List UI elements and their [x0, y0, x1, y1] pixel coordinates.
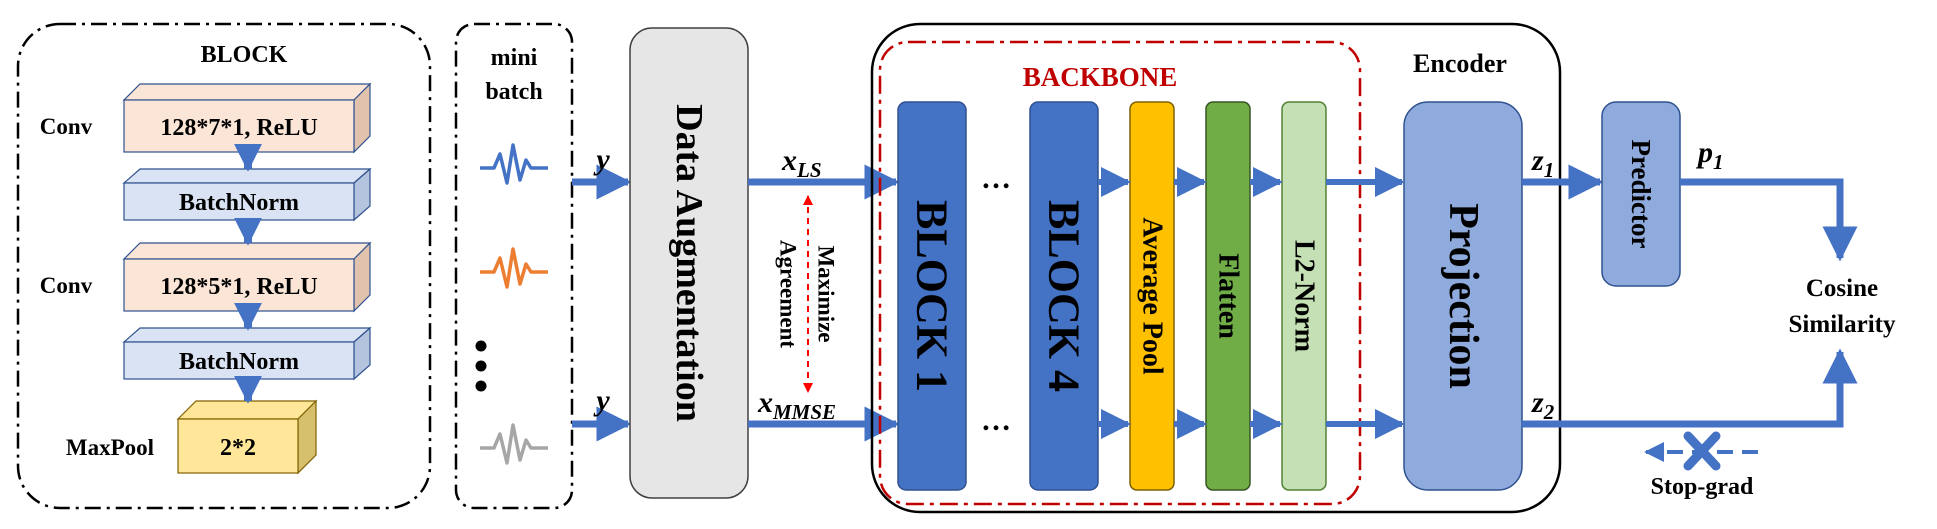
minibatch-title-line2: batch [485, 79, 542, 105]
block-panel-frame [16, 22, 432, 510]
encoder-title: Encoder [1413, 49, 1507, 78]
p1-arrow [1680, 178, 1858, 262]
backbone-arrows [1098, 167, 1405, 439]
average-pool-box [1129, 101, 1175, 491]
z2-label: z2 [1531, 386, 1555, 424]
agreement-label: Agreement [776, 240, 801, 348]
p1-label: p1 [1695, 136, 1724, 174]
batchnorm2-box: BatchNorm [122, 326, 372, 381]
input-label-top: y [593, 143, 610, 176]
z1-label: z1 [1531, 144, 1554, 182]
l2norm-box [1281, 101, 1327, 491]
waveform-blue-icon [480, 143, 548, 185]
conv1-text: 128*7*1, ReLU [160, 115, 317, 141]
backbone-frame [878, 40, 1362, 506]
stopgrad-cross-icon [1683, 431, 1721, 471]
predictor-box [1601, 101, 1681, 287]
conv1-box: 128*7*1, ReLU [122, 82, 372, 154]
maxpool-label: MaxPool [66, 435, 154, 460]
batchnorm2-text: BatchNorm [179, 349, 299, 375]
conv2-box: 128*5*1, ReLU [122, 241, 372, 313]
maxpool-box: 2*2 [176, 399, 318, 475]
predictor-label: Predictor [1626, 140, 1656, 249]
view-label-bottom: xMMSE [757, 386, 836, 424]
l2norm-label: L2-Norm [1289, 240, 1320, 352]
waveform-grey-icon [480, 423, 548, 465]
batchnorm1-box: BatchNorm [122, 167, 372, 222]
block1-label: BLOCK 1 [908, 200, 957, 392]
projection-box [1403, 101, 1523, 491]
block-panel-title: BLOCK [201, 42, 288, 68]
conv2-label: Conv [40, 273, 93, 298]
minibatch-title-line1: mini [491, 45, 538, 71]
view-label-top: xLS [781, 144, 822, 182]
block1-box [897, 101, 967, 491]
cosine-label: Cosine [1806, 275, 1878, 302]
minibatch-ellipsis [475, 340, 487, 392]
data-augmentation-box [629, 27, 749, 499]
minibatch-panel-frame [454, 22, 574, 510]
flatten-label: Flatten [1213, 253, 1244, 339]
backbone-title: BACKBONE [1023, 62, 1178, 92]
encoder-frame [870, 22, 1562, 514]
projection-label: Projection [1440, 203, 1486, 389]
blocks-ellipsis-bottom: … [981, 404, 1011, 437]
input-label-bottom: y [593, 384, 610, 417]
z2-arrow [1522, 348, 1858, 428]
flatten-box [1205, 101, 1251, 491]
maximize-label: Maximize [814, 245, 839, 342]
blocks-ellipsis-top: … [981, 162, 1011, 195]
data-augmentation-label: Data Augmentation [668, 104, 710, 422]
block4-box [1029, 101, 1099, 491]
maxpool-text: 2*2 [220, 435, 256, 461]
conv1-label: Conv [40, 114, 93, 139]
similarity-label: Similarity [1789, 311, 1896, 338]
batchnorm1-text: BatchNorm [179, 190, 299, 216]
average-pool-label: Average Pool [1137, 217, 1168, 375]
block4-label: BLOCK 4 [1040, 200, 1089, 392]
waveform-orange-icon [480, 247, 548, 289]
stopgrad-label: Stop-grad [1651, 474, 1754, 500]
conv2-text: 128*5*1, ReLU [160, 274, 317, 300]
